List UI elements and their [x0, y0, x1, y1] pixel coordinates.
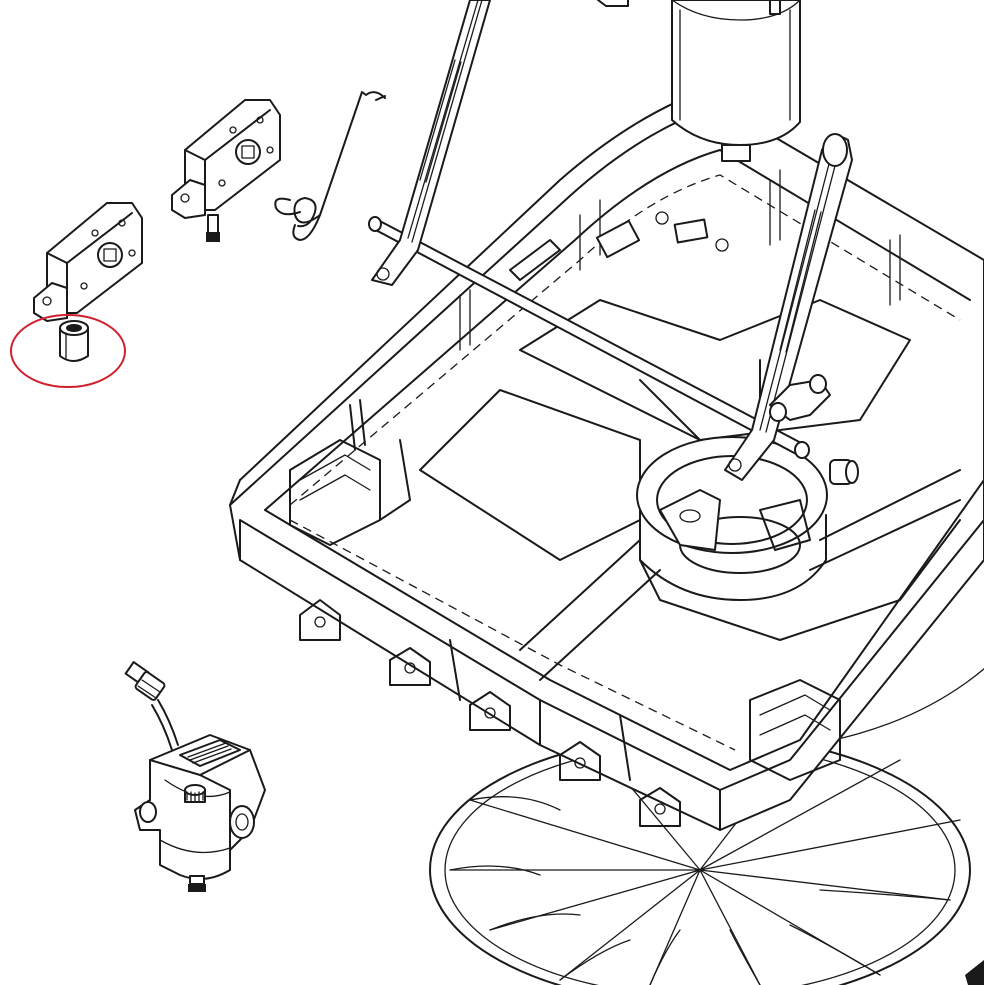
- fan-hub: [519, 359, 961, 681]
- drive-motor: [134, 734, 266, 892]
- highlight-ellipse: [10, 314, 126, 388]
- spring-wire: [274, 91, 386, 241]
- corner-marker: [965, 960, 984, 985]
- cross-rod: [368, 216, 859, 485]
- hinge-bracket-right: [171, 99, 281, 242]
- lift-arm-right: [724, 133, 853, 481]
- lift-arm-left: [371, 0, 491, 286]
- bushing: [59, 320, 89, 362]
- vent-frame: [229, 84, 984, 831]
- wire-connector: [124, 661, 179, 751]
- motor-top: [597, 0, 801, 162]
- hinge-bracket-left: [33, 202, 143, 322]
